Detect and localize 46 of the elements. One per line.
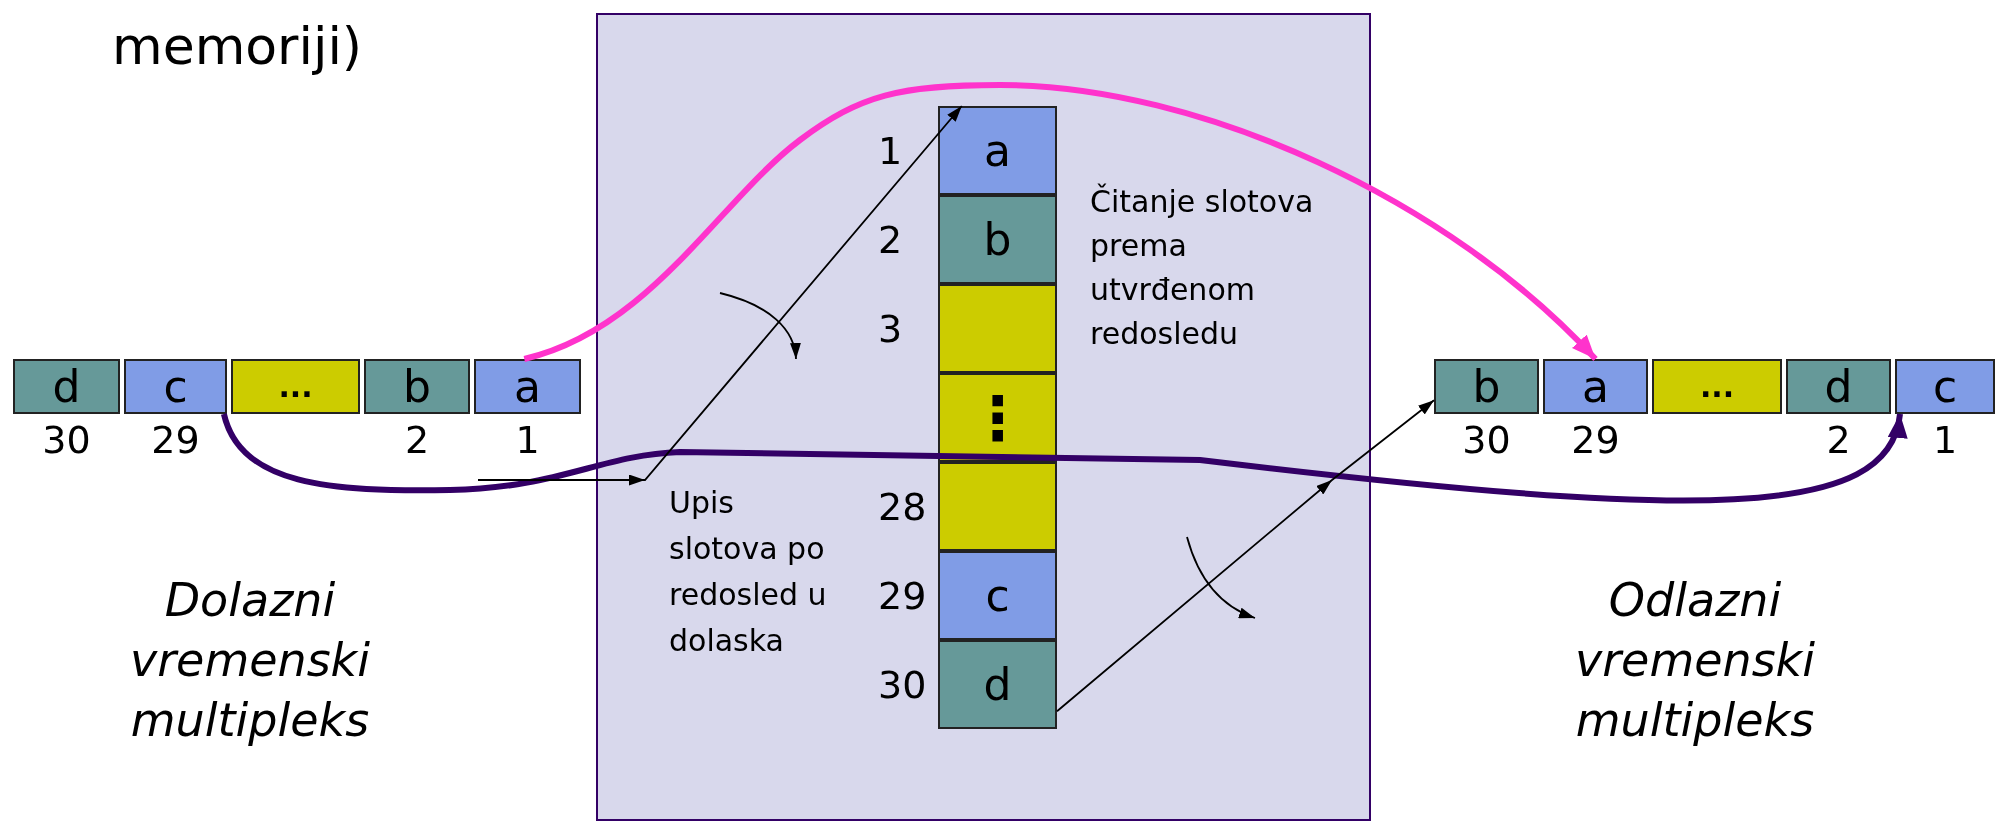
note-text: Čitanje slotova prema utvrđenom redosledu xyxy=(1090,182,1315,353)
title-fragment: memoriji) xyxy=(112,15,364,78)
pointer-arrow xyxy=(1056,399,1435,713)
slot-number: 30 xyxy=(41,418,92,462)
caption-text: Odlazni vremenski multipleks xyxy=(1573,572,1817,749)
slot-letter: b xyxy=(1472,364,1501,409)
slot-cell xyxy=(938,640,1057,729)
slot-number: 29 xyxy=(150,418,201,462)
slot-letter: d xyxy=(983,662,1012,707)
slot-cell xyxy=(13,359,120,414)
slot-cell xyxy=(1786,359,1891,414)
ellipsis-mark: ... xyxy=(1699,371,1735,402)
pointer-arrow xyxy=(477,105,963,486)
curved-arrow xyxy=(523,82,1598,362)
slot-letter: d xyxy=(1824,364,1853,409)
slot-number: 1 xyxy=(1931,418,1959,462)
note-text: Upis slotova po redosled u dolaska xyxy=(669,484,828,660)
slot-letter: a xyxy=(1582,364,1609,409)
slot-cell xyxy=(938,106,1057,195)
memory-panel xyxy=(596,13,1371,821)
slot-cell xyxy=(938,551,1057,640)
slot-cell xyxy=(474,359,581,414)
slot-number: 30 xyxy=(878,662,927,707)
slot-number: 3 xyxy=(878,306,903,351)
slot-letter: c xyxy=(985,573,1010,618)
slot-letter: b xyxy=(983,217,1012,262)
slot-letter: b xyxy=(403,364,431,409)
slot-cell xyxy=(938,195,1057,284)
slot-letter: a xyxy=(514,364,541,409)
slot-number: 2 xyxy=(878,217,903,262)
slot-letter: c xyxy=(1932,364,1958,409)
slot-cell xyxy=(1652,359,1782,414)
slot-cell xyxy=(938,284,1057,373)
slot-letter: d xyxy=(52,364,81,409)
slot-cell xyxy=(364,359,470,414)
slot-cell xyxy=(124,359,227,414)
slot-cell xyxy=(1434,359,1539,414)
slot-cell xyxy=(231,359,360,414)
slot-number: 29 xyxy=(878,573,927,618)
caption-text: Dolazni vremenski multipleks xyxy=(128,572,372,749)
slot-letter: c xyxy=(163,364,188,409)
slot-cell xyxy=(1543,359,1648,414)
slot-cell xyxy=(1895,359,1995,414)
slot-letter: a xyxy=(984,128,1011,173)
slot-number: 1 xyxy=(878,128,903,173)
ellipsis-mark: ... xyxy=(278,371,313,402)
